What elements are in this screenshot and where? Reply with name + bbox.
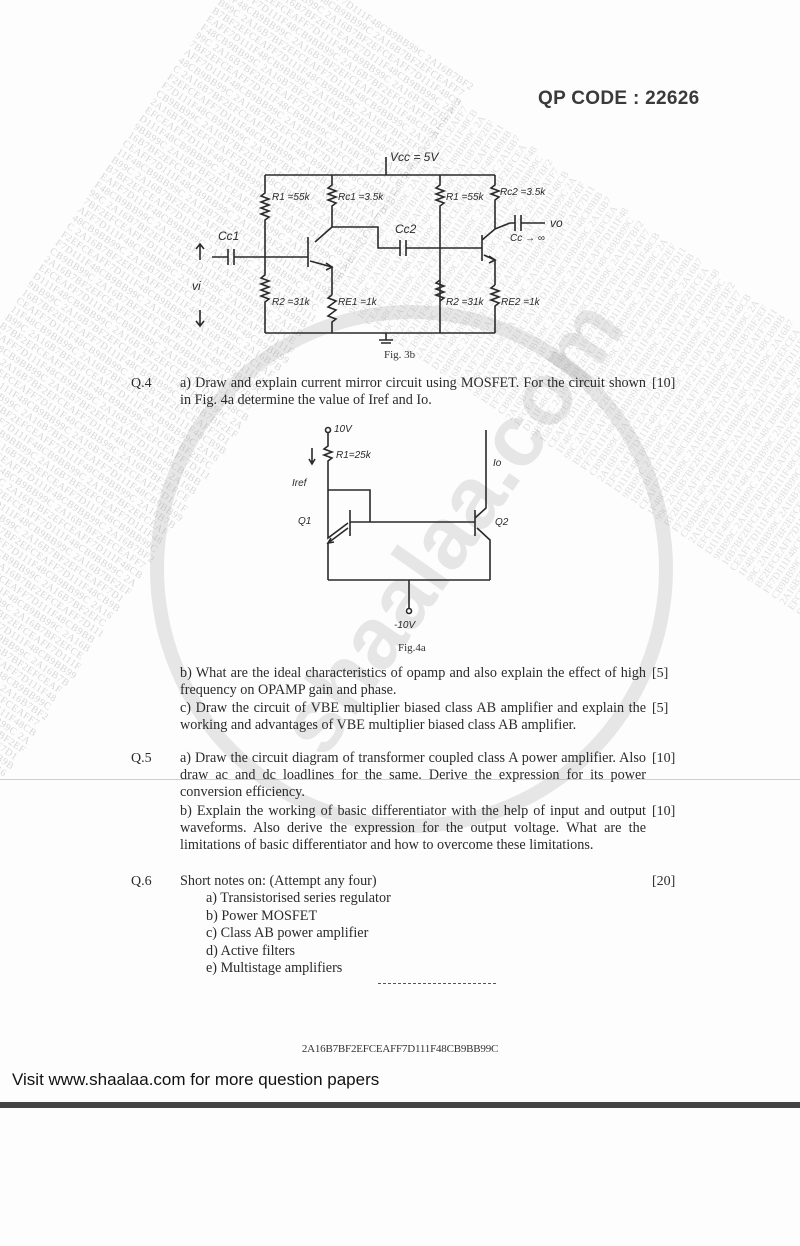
qp-code: QP CODE : 22626: [538, 88, 700, 109]
bottom-edge-bar: [0, 1102, 800, 1108]
question-text: c) Draw the circuit of VBE multiplier bi…: [180, 700, 646, 733]
question-text: Short notes on: (Attempt any four): [180, 873, 377, 889]
r1-label: R1=25k: [336, 450, 372, 461]
question-paper-page: 2A16B7BF2EFCEAFF7D111F48CB9BB99C 2A16B7B…: [0, 0, 800, 1108]
list-item: a) Transistorised series regulator: [206, 890, 391, 906]
list-item: d) Active filters: [206, 942, 296, 959]
stage1-r2-label: R2 =31k: [272, 297, 311, 308]
stage1-r1-label: R1 =55k: [272, 192, 311, 203]
cc1-label: Cc1: [218, 229, 239, 243]
question-marks: [5]: [652, 701, 669, 716]
paper-hash-footer: 2A16B7BF2EFCEAFF7D111F48CB9BB99C: [301, 1043, 499, 1055]
question-text: b) Explain the working of basic differen…: [180, 803, 646, 853]
end-of-paper-rule: [378, 983, 496, 984]
cc-infinity-label: Cc → ∞: [510, 233, 545, 244]
question-number: Q.4: [131, 376, 152, 391]
question-number: Q.5: [131, 751, 152, 766]
vi-label: vi: [192, 279, 201, 293]
vcc-label: Vcc = 5V: [390, 150, 439, 164]
stage1-rc1-label: Rc1 =3.5k: [338, 192, 384, 203]
vminus-label: -10V: [394, 620, 416, 631]
iref-label: Iref: [292, 478, 308, 489]
question-marks: [10]: [652, 804, 676, 819]
list-item: c) Class AB power amplifier: [206, 925, 369, 941]
figure-3b-caption: Fig. 3b: [384, 349, 416, 361]
list-item: e) Multistage amplifiers: [206, 960, 343, 976]
question-marks: [10]: [652, 751, 676, 766]
stage1-re1-label: RE1 =1k: [338, 297, 378, 308]
stage2-r1-label: R1 =55k: [446, 192, 485, 203]
question-marks: [10]: [652, 376, 676, 391]
q2-label: Q2: [495, 517, 509, 528]
figure-4a-caption: Fig.4a: [398, 642, 426, 654]
visit-site-footer: Visit www.shaalaa.com for more question …: [12, 1070, 380, 1089]
cc2-label: Cc2: [395, 222, 417, 236]
io-label: Io: [493, 458, 502, 469]
stage2-r2-label: R2 =31k: [446, 297, 485, 308]
stage2-rc2-label: Rc2 =3.5k: [500, 187, 546, 198]
question-text: a) Draw and explain current mirror circu…: [180, 375, 646, 408]
figure-4a-current-mirror: 10V R1=25k Iref Q1 Q2 Io -10V: [290, 418, 520, 638]
vo-label: vo: [550, 216, 563, 230]
page-fold-line: [0, 779, 800, 780]
figure-3b-circuit: Vcc = 5V Cc1 Cc2 Cc → ∞ vo vi R1 =55k Rc…: [170, 145, 590, 345]
q1-label: Q1: [298, 516, 311, 527]
question-marks: [5]: [652, 666, 669, 681]
question-text: b) What are the ideal characteristics of…: [180, 665, 646, 698]
list-item: b) Power MOSFET: [206, 907, 318, 924]
question-marks: [20]: [652, 874, 676, 889]
short-notes-list: a) Transistorised series regulator b) Po…: [206, 890, 391, 978]
stage2-re2-label: RE2 =1k: [501, 297, 541, 308]
question-text: a) Draw the circuit diagram of transform…: [180, 750, 646, 800]
vplus-label: 10V: [334, 424, 353, 435]
question-number: Q.6: [131, 874, 152, 889]
